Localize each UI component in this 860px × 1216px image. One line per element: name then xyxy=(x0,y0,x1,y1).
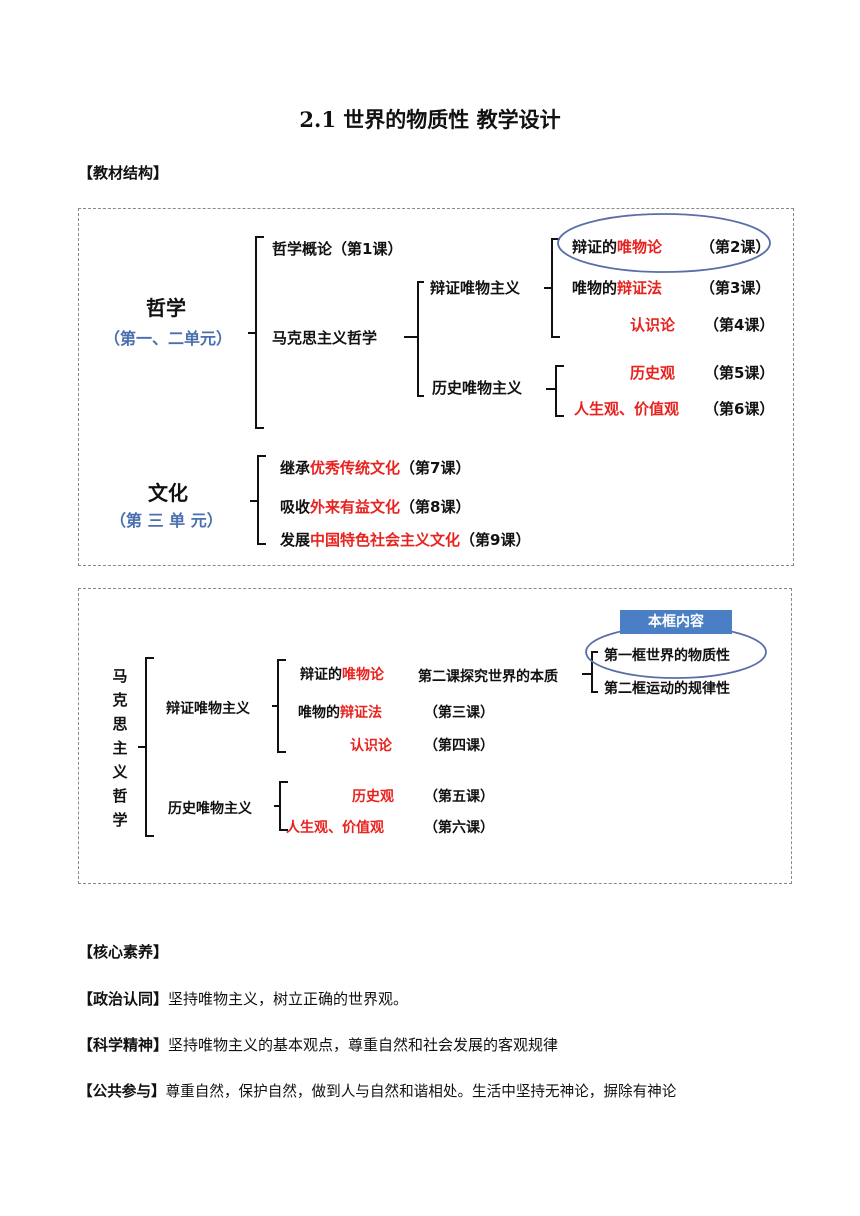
frame-2: 第二框运动的规律性 xyxy=(604,681,730,697)
marx-philosophy: 马克思主义哲学 xyxy=(272,329,378,347)
d2-row-1-topic: 辩证的唯物论 xyxy=(300,667,384,683)
lesson-4-topic: 认识论 xyxy=(630,316,676,334)
vertical-marxist-philosophy: 马 克 思 主 义 哲 学 xyxy=(112,667,128,829)
paragraph-science: 【科学精神】坚持唯物主义的基本观点，尊重自然和社会发展的客观规律 xyxy=(78,1036,559,1054)
lesson-5-topic: 历史观 xyxy=(630,364,676,382)
content-badge: 本框内容 xyxy=(620,610,732,634)
lesson-3-number: （第3课） xyxy=(700,279,771,297)
lesson-6-number: （第6课） xyxy=(704,400,775,418)
structure-diagram-box xyxy=(78,208,794,566)
section-heading-structure: 【教材结构】 xyxy=(78,164,169,182)
d2-row-2-number: （第三课） xyxy=(424,705,494,721)
lesson-3-topic: 唯物的辩证法 xyxy=(572,279,663,297)
page-title: 2.1 世界的物质性 教学设计 xyxy=(299,107,561,132)
wenhua-label: 文化 xyxy=(148,481,188,505)
d2-row-1-lesson: 第二课探究世界的本质 xyxy=(418,669,558,685)
d2-row-3-topic: 认识论 xyxy=(350,738,392,754)
section-heading-core: 【核心素养】 xyxy=(78,943,169,961)
lesson-5-number: （第5课） xyxy=(704,364,775,382)
wenhua-unit: （第 三 单 元） xyxy=(110,511,223,530)
d2-historical: 历史唯物主义 xyxy=(168,801,252,817)
lesson-8: 吸收外来有益文化（第8课） xyxy=(280,498,471,516)
d2-row-2-topic: 唯物的辩证法 xyxy=(298,705,382,721)
lesson-9: 发展中国特色社会主义文化（第9课） xyxy=(280,531,531,549)
lesson-2-number: （第2课） xyxy=(700,238,771,256)
highlight-circle-1 xyxy=(557,213,771,273)
d2-row-4-topic: 历史观 xyxy=(352,789,394,805)
frame-1: 第一框世界的物质性 xyxy=(604,648,730,664)
lesson-2-topic: 辩证的唯物论 xyxy=(572,238,663,256)
framework-diagram-box xyxy=(78,588,792,884)
d2-row-4-number: （第五课） xyxy=(424,789,494,805)
zhexue-units: （第一、二单元） xyxy=(104,329,233,348)
lesson-6-topic: 人生观、价值观 xyxy=(574,400,680,418)
d2-row-5-number: （第六课） xyxy=(424,820,494,836)
lesson-4-number: （第4课） xyxy=(704,316,775,334)
lesson-7: 继承优秀传统文化（第7课） xyxy=(280,459,471,477)
d2-row-5-topic: 人生观、价值观 xyxy=(286,820,384,836)
dialectical-materialism: 辩证唯物主义 xyxy=(430,279,521,297)
paragraph-political: 【政治认同】坚持唯物主义，树立正确的世界观。 xyxy=(78,990,409,1008)
d2-dialectical: 辩证唯物主义 xyxy=(166,701,250,717)
zhexue-label: 哲学 xyxy=(146,296,186,320)
historical-materialism: 历史唯物主义 xyxy=(432,379,523,397)
intro-lesson: 哲学概论（第1课） xyxy=(272,240,403,258)
d2-row-3-number: （第四课） xyxy=(424,738,494,754)
paragraph-public: 【公共参与】尊重自然，保护自然，做到人与自然和谐相处。生活中坚持无神论，摒除有神… xyxy=(78,1083,677,1100)
